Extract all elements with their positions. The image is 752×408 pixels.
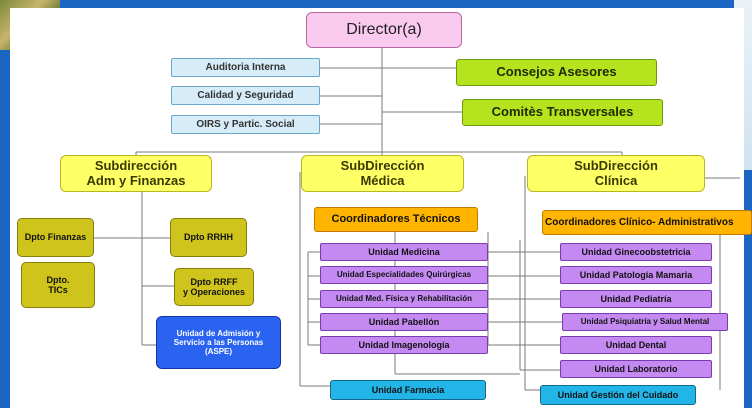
unidad-farmacia-label: Unidad Farmacia <box>371 384 445 395</box>
dpto-rrhh-label: Dpto RRHH <box>184 232 233 243</box>
comites-box: Comitès Transversales <box>462 99 663 126</box>
unidad-aspe-label: Unidad de Admisión y Servicio a las Pers… <box>173 328 264 357</box>
subdireccion-adm-line2: Adm y Finanzas <box>86 172 186 188</box>
unidad-fisica-rehabilitacion-box: Unidad Med. Física y Rehabilitación <box>320 290 488 308</box>
oirs-label: OIRS y Partic. Social <box>196 118 295 130</box>
dpto-rrff-line1: Dpto RRFF <box>190 276 238 287</box>
unidad-aspe-box: Unidad de Admisión y Servicio a las Pers… <box>156 316 281 369</box>
subdireccion-clinica-line2: Clínica <box>594 172 638 188</box>
unidad-patologia-mamaria-label: Unidad Patología Mamaria <box>579 269 693 280</box>
unidad-ginecoobstetricia-label: Unidad Ginecoobstetricia <box>581 246 691 257</box>
dpto-rrhh-box: Dpto RRHH <box>170 218 247 257</box>
dpto-tics-line1: Dpto. <box>46 274 70 285</box>
unidad-pediatria-box: Unidad Pediatría <box>560 290 712 308</box>
unidad-medicina-label: Unidad Medicina <box>368 246 440 257</box>
subdireccion-medica-box: SubDirección Médica <box>301 155 464 192</box>
unidad-especialidades-box: Unidad Especialidades Quirúrgicas <box>320 266 488 284</box>
director-box: Director(a) <box>306 12 462 48</box>
consejos-label: Consejos Asesores <box>496 64 617 80</box>
unidad-pabellon-box: Unidad Pabellón <box>320 313 488 331</box>
unidad-ginecoobstetricia-box: Unidad Ginecoobstetricia <box>560 243 712 261</box>
calidad-box: Calidad y Seguridad <box>171 86 320 105</box>
subdireccion-adm-line1: Subdirección <box>94 157 178 173</box>
oirs-box: OIRS y Partic. Social <box>171 115 320 134</box>
unidad-pediatria-label: Unidad Pediatría <box>600 293 672 304</box>
unidad-laboratorio-box: Unidad Laboratorio <box>560 360 712 378</box>
subdireccion-medica-line2: Médica <box>360 172 405 188</box>
coordinadores-tecnicos-label: Coordinadores Técnicos <box>331 213 461 226</box>
unidad-laboratorio-label: Unidad Laboratorio <box>594 363 678 374</box>
comites-label: Comitès Transversales <box>491 104 634 120</box>
unidad-gestion-cuidado-box: Unidad Gestión del Cuidado <box>540 385 696 405</box>
calidad-label: Calidad y Seguridad <box>197 89 294 101</box>
unidad-psiquiatria-box: Unidad Psiquiatría y Salud Mental <box>562 313 728 331</box>
unidad-medicina-box: Unidad Medicina <box>320 243 488 261</box>
unidad-especialidades-label: Unidad Especialidades Quirúrgicas <box>336 270 472 280</box>
dpto-rrff-line2: y Operaciones <box>182 287 246 297</box>
auditoria-box: Auditoria Interna <box>171 58 320 77</box>
unidad-imagenologia-label: Unidad Imagenología <box>358 339 450 350</box>
unidad-dental-label: Unidad Dental <box>605 339 667 350</box>
subdireccion-clinica-line1: SubDirección <box>574 157 658 173</box>
subdireccion-adm-box: Subdirección Adm y Finanzas <box>60 155 212 192</box>
unidad-imagenologia-box: Unidad Imagenología <box>320 336 488 354</box>
dpto-tics-line2: TICs <box>48 285 68 295</box>
unidad-patologia-mamaria-box: Unidad Patología Mamaria <box>560 266 712 284</box>
unidad-psiquiatria-label: Unidad Psiquiatría y Salud Mental <box>580 317 710 327</box>
auditoria-label: Auditoria Interna <box>205 61 286 73</box>
dpto-finanzas-box: Dpto Finanzas <box>17 218 94 257</box>
director-label: Director(a) <box>346 20 422 38</box>
coordinadores-clinico-box: Coordinadores Clínico- Administrativos <box>542 210 752 235</box>
unidad-pabellon-label: Unidad Pabellón <box>368 316 440 327</box>
unidad-fisica-rehabilitacion-label: Unidad Med. Física y Rehabilitación <box>335 294 473 304</box>
coordinadores-tecnicos-box: Coordinadores Técnicos <box>314 207 478 232</box>
unidad-dental-box: Unidad Dental <box>560 336 712 354</box>
dpto-tics-box: Dpto. TICs <box>21 262 95 308</box>
subdireccion-clinica-box: SubDirección Clínica <box>527 155 705 192</box>
coordinadores-clinico-label: Coordinadores Clínico- Administrativos <box>545 216 734 228</box>
unidad-farmacia-box: Unidad Farmacia <box>330 380 486 400</box>
consejos-box: Consejos Asesores <box>456 59 657 86</box>
unidad-gestion-cuidado-label: Unidad Gestión del Cuidado <box>557 389 679 400</box>
subdireccion-medica-line1: SubDirección <box>340 157 425 173</box>
dpto-rrff-box: Dpto RRFF y Operaciones <box>174 268 254 306</box>
dpto-finanzas-label: Dpto Finanzas <box>24 232 87 243</box>
